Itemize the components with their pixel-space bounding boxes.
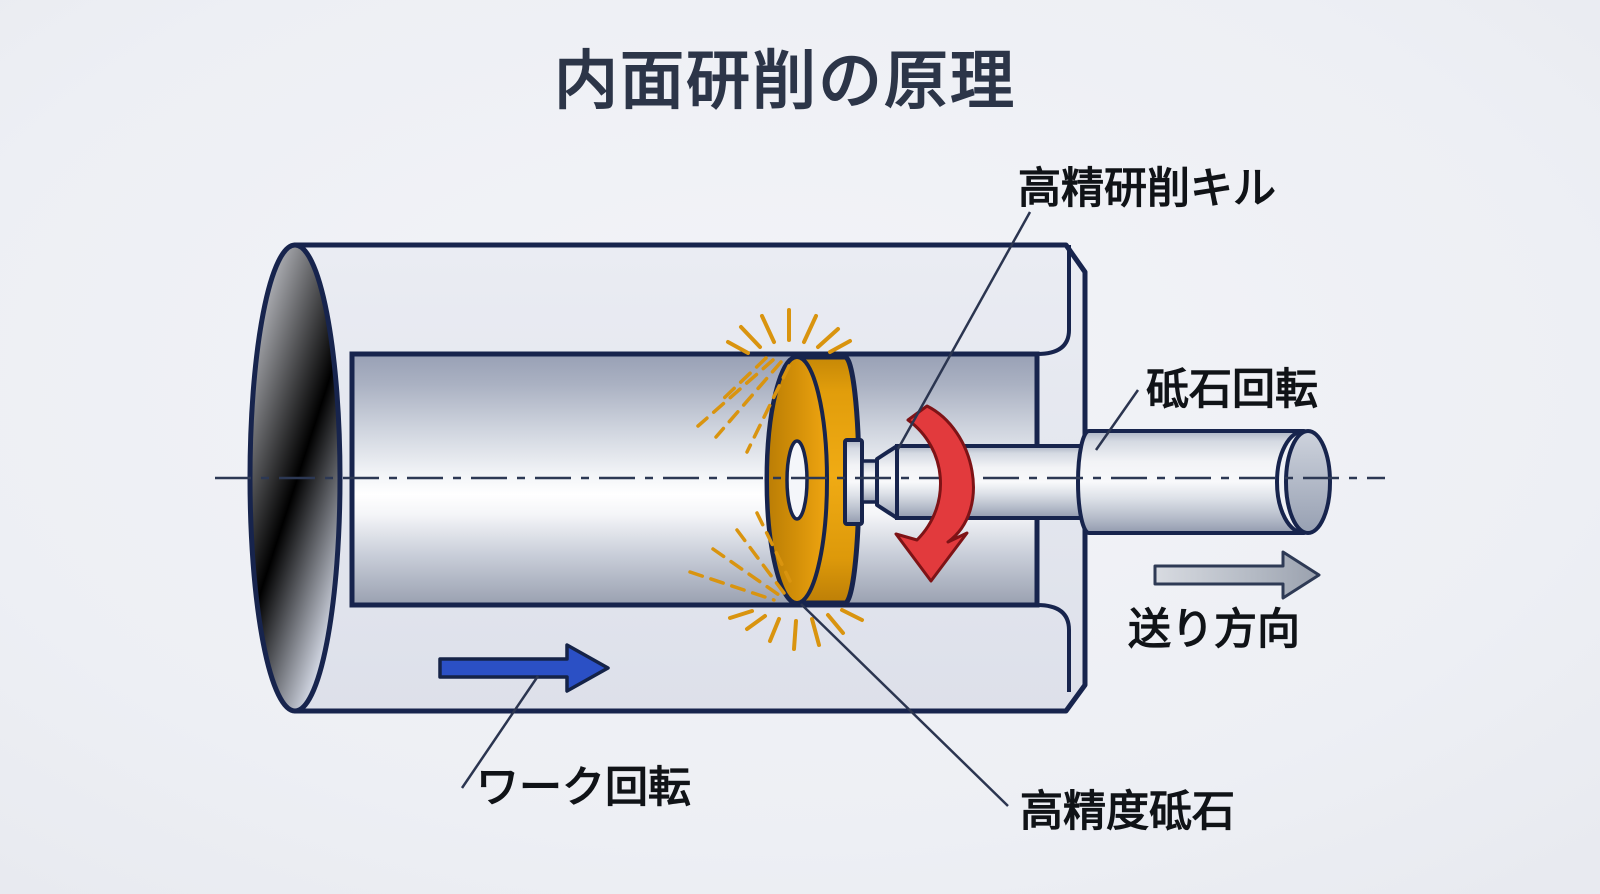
- label-quill: 高精研削キル: [1018, 165, 1276, 213]
- spindle-shaft: [1076, 429, 1306, 535]
- quill-cone: [875, 444, 899, 520]
- spindle-rotation-arrow: [894, 404, 975, 583]
- quill-collar: [843, 438, 864, 526]
- label-feed-direction: 送り方向: [1128, 606, 1300, 654]
- quill-shaft: [895, 444, 1084, 520]
- grinding-wheel-hole: [785, 439, 809, 521]
- work-rotation-arrow: [438, 643, 610, 693]
- sparks-top: [696, 308, 852, 454]
- leader-lines: [460, 211, 1140, 807]
- leader-quill: [896, 211, 1032, 450]
- leader-wheel-rotation: [1094, 389, 1140, 451]
- leader-grinding-wheel: [800, 603, 1009, 807]
- page-title: 内面研削の原理: [554, 45, 1016, 117]
- label-work-rotation: ワーク回転: [476, 764, 691, 812]
- sparks-bottom: [688, 511, 864, 651]
- label-grinding-wheel: 高精度砥石: [1020, 788, 1235, 836]
- spindle-end-face: [1284, 429, 1332, 535]
- quill-neck: [860, 459, 879, 504]
- label-wheel-rotation: 砥石回転: [1146, 366, 1318, 414]
- workpiece-end-face-bottom-fillet: [1036, 603, 1071, 692]
- workpiece-end-face-top-fillet: [1036, 245, 1071, 356]
- feed-direction-arrow: [1153, 550, 1321, 600]
- leader-work-rotation: [460, 675, 540, 789]
